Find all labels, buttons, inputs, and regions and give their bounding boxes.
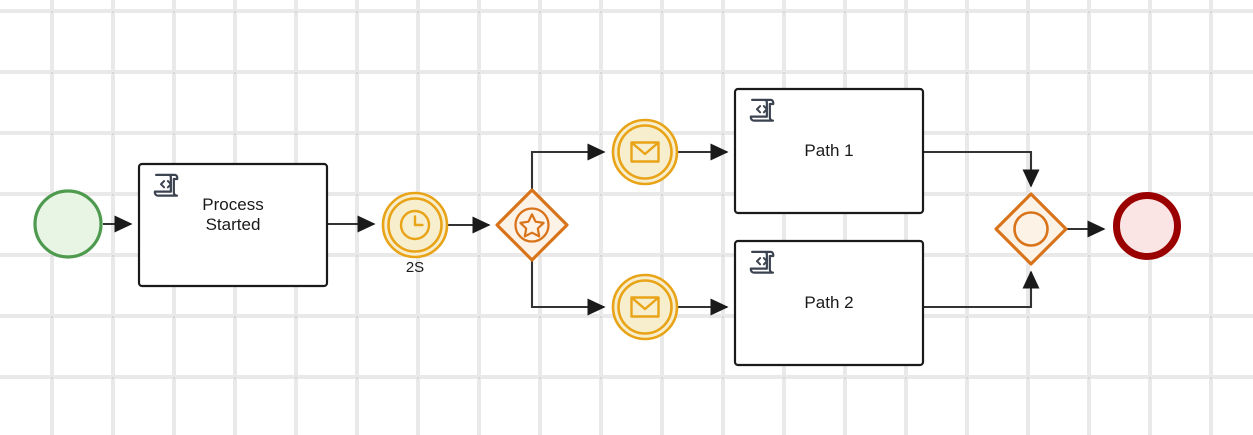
envelope-icon	[630, 296, 660, 318]
envelope-icon	[630, 141, 660, 163]
task-path-1-box	[733, 87, 925, 215]
event-based-gateway[interactable]	[495, 188, 569, 262]
flow-path-2-to-merge[interactable]	[923, 270, 1040, 309]
event-gateway-ring	[514, 207, 550, 243]
message-intermediate-event-bottom[interactable]	[611, 273, 679, 341]
message-intermediate-event-top[interactable]	[611, 118, 679, 186]
task-path-1[interactable]	[733, 87, 925, 215]
flow-path-1-to-merge[interactable]	[923, 150, 1040, 188]
start-event[interactable]	[33, 189, 103, 259]
timer-intermediate-event[interactable]	[381, 191, 449, 259]
task-process-started[interactable]	[137, 162, 329, 288]
task-process-started-box	[137, 162, 329, 288]
inclusive-merge-gateway[interactable]	[994, 192, 1068, 266]
event-gateway-diamond	[495, 188, 569, 262]
script-icon	[749, 98, 775, 122]
script-icon	[749, 250, 775, 274]
merge-gateway-diamond	[994, 192, 1068, 266]
circle-icon	[1013, 211, 1049, 247]
script-icon	[153, 173, 179, 197]
flow-gateway-to-message-top[interactable]	[530, 143, 606, 190]
message-event-top-inner-ring	[617, 124, 673, 180]
end-event-circle	[1113, 192, 1181, 260]
flow-gateway-to-message-bottom[interactable]	[530, 260, 606, 316]
end-event[interactable]	[1113, 192, 1181, 260]
sequence-flow-layer	[103, 143, 1106, 316]
start-event-circle	[33, 189, 103, 259]
timer-icon	[399, 209, 431, 241]
message-event-bottom-inner-ring	[617, 279, 673, 335]
task-path-2[interactable]	[733, 239, 925, 367]
pentagon-star-icon	[519, 213, 545, 238]
task-path-2-box	[733, 239, 925, 367]
